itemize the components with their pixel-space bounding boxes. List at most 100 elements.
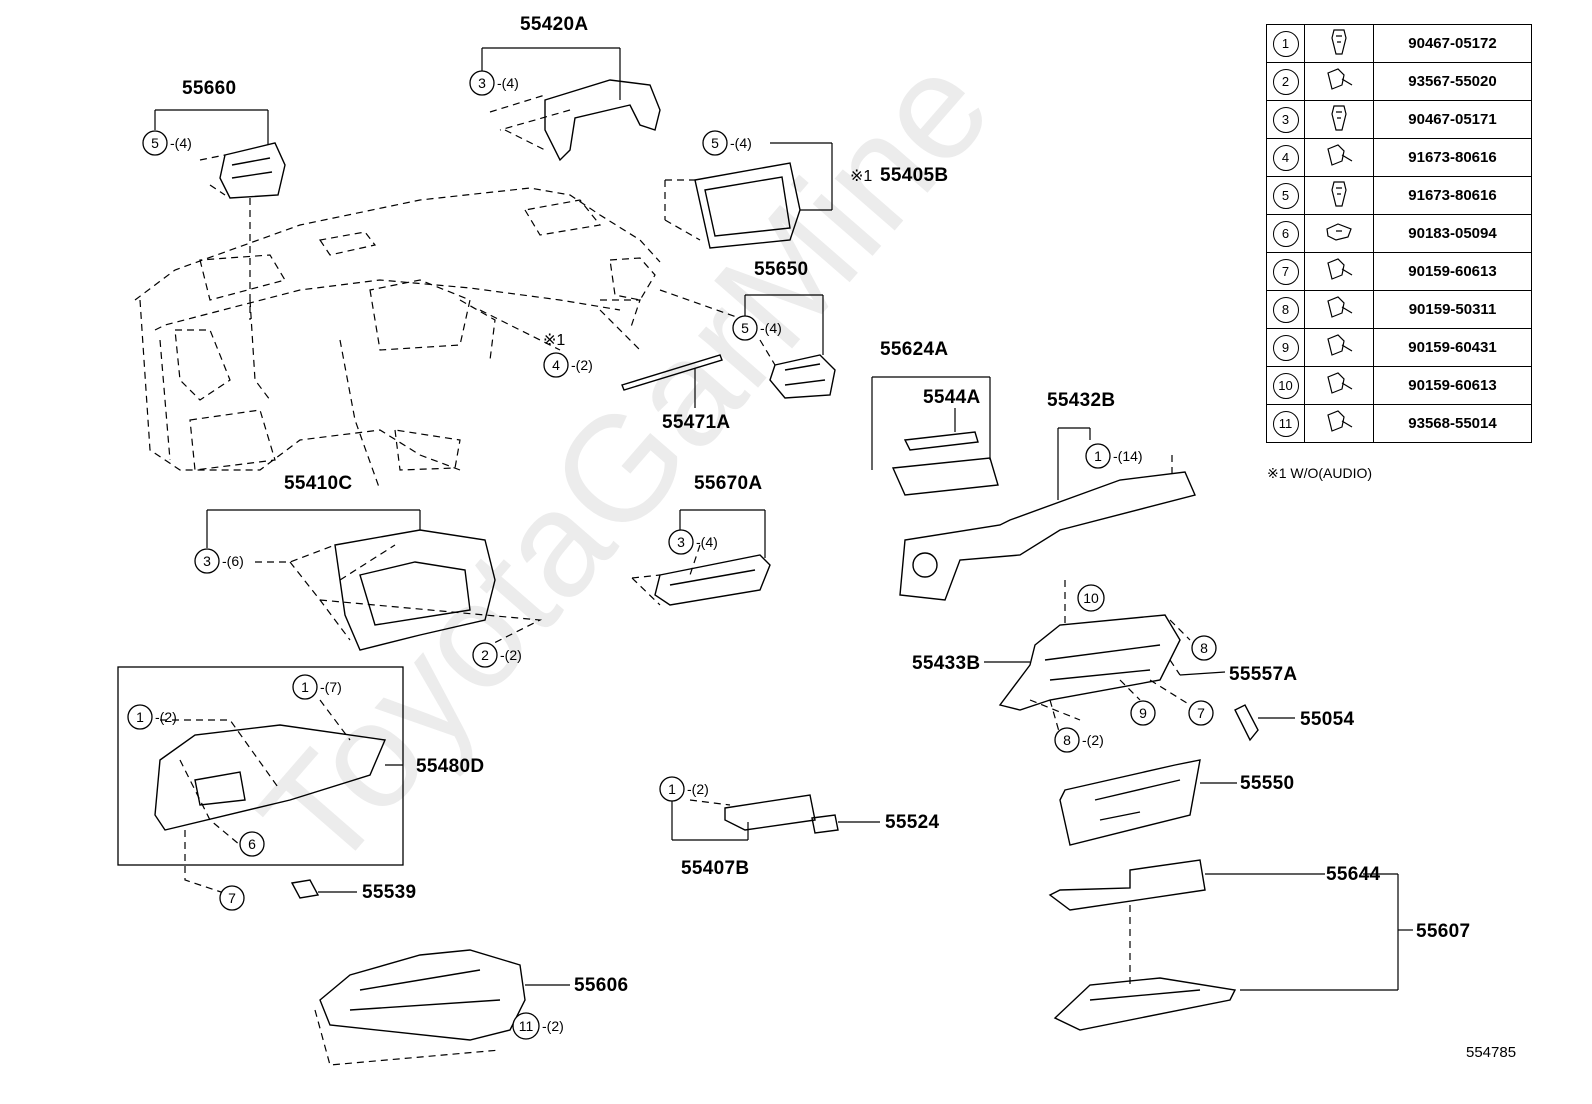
audio-callout-mark-2: ※1 [543,332,565,349]
legend-ref: 8 [1272,296,1299,323]
callout-ref: 7 [228,890,236,906]
callout-55420A: 3 -(4) [469,70,519,96]
callout-55650: 5 -(4) [732,315,782,341]
label-55480D: 55480D [416,756,484,777]
part-55480D-box [117,666,404,866]
legend-ref: 11 [1272,410,1299,437]
legend-part-number: 90159-60431 [1373,328,1532,367]
callout-ref: 5 [711,135,719,151]
legend-ref-cell: 3 [1266,100,1305,139]
label-55432B: 55432B [1047,390,1115,411]
legend-part-number: 91673-80616 [1373,176,1532,215]
callout-ref: 2 [481,647,489,663]
part-55407B-shape [724,794,816,831]
part-55433B-shape [998,614,1181,711]
legend-part-number: 90467-05171 [1373,100,1532,139]
diagram-id: 554785 [1466,1044,1517,1061]
legend-ref-cell: 7 [1266,252,1305,291]
callout-qty: -(4) [730,135,752,151]
legend-ref: 2 [1272,68,1299,95]
clip-icon [1304,100,1374,139]
part-55539-shape [290,879,320,899]
callout-55480D-1b: 1 -(2) [127,704,177,730]
clip-icon [1304,176,1374,215]
part-55471A-shape [621,354,723,391]
label-55524: 55524 [885,812,939,833]
audio-callout-mark: ※1 [850,168,872,185]
callout-55410C-a: 3 -(6) [194,548,244,574]
callout-55433B-7: 7 [1188,700,1214,726]
legend-part-number: 90159-60613 [1373,252,1532,291]
callout-ref: 1 [136,709,144,725]
watermark-text: ToyotaGarMine [227,23,1021,901]
legend-ref: 1 [1272,30,1299,57]
label-5544A: 5544A [923,387,981,408]
legend-row: 3 90467-05171 [1266,100,1532,139]
part-55405B-shape [694,162,801,249]
callout-55660: 5 -(4) [142,130,192,156]
callout-55480D-6: 6 [239,831,265,857]
legend-part-number: 90159-60613 [1373,366,1532,405]
screw-icon [1304,328,1374,367]
label-55670A: 55670A [694,473,762,494]
label-55606: 55606 [574,975,628,996]
legend-row: 2 93567-55020 [1266,62,1532,101]
callout-qty: -(2) [1082,732,1104,748]
label-55644: 55644 [1326,864,1380,885]
label-55054: 55054 [1300,709,1354,730]
legend-ref: 6 [1272,220,1299,247]
label-55660: 55660 [182,78,236,99]
callout-55433B-10: 10 [1077,584,1105,612]
callout-ref: 4 [552,357,560,373]
legend-row: 10 90159-60613 [1266,366,1532,405]
callout-ref: 3 [677,534,685,550]
label-55420A: 55420A [520,14,588,35]
part-55524-shape [811,814,839,834]
screw-icon [1304,138,1374,177]
callout-55432B: 1 -(14) [1085,443,1143,469]
instrument-panel-assembly [134,187,661,491]
callout-ref: 1 [668,781,676,797]
legend-ref-cell: 10 [1266,366,1305,405]
callout-ref: 3 [478,75,486,91]
callout-55433B-8a: 8 [1191,635,1217,661]
legend-ref: 5 [1272,182,1299,209]
callout-qty: -(14) [1113,448,1143,464]
legend-ref: 4 [1272,144,1299,171]
label-55650: 55650 [754,259,808,280]
callout-qty: -(7) [320,679,342,695]
nut-icon [1304,214,1374,253]
part-55670A-shape [654,554,771,606]
callout-ref: 8 [1200,640,1208,656]
part-55410C-shape [334,529,496,651]
legend-row: 1 90467-05172 [1266,24,1532,63]
part-55607-shape [1053,977,1237,1031]
callout-ref: 5 [741,320,749,336]
callout-ref: 11 [519,1018,534,1034]
callout-ref: 9 [1139,705,1147,721]
part-55644-shape [1048,859,1206,911]
legend-part-number: 93567-55020 [1373,62,1532,101]
screw-icon [1304,252,1374,291]
callout-55407B: 1 -(2) [659,776,709,802]
legend-ref-cell: 9 [1266,328,1305,367]
callout-55480D-7: 7 [219,885,245,911]
legend-part-number: 90467-05172 [1373,24,1532,63]
callout-ref: 1 [301,679,309,695]
legend-ref-cell: 8 [1266,290,1305,329]
label-55539: 55539 [362,882,416,903]
part-55624A-shape [891,431,999,496]
part-55606-shape [319,949,526,1041]
legend-ref-cell: 1 [1266,24,1305,63]
label-55471A: 55471A [662,412,730,433]
callout-ref: 10 [1083,590,1099,606]
callout-qty: -(2) [155,709,177,725]
callout-55433B-8b: 8 -(2) [1054,727,1104,753]
callout-qty: -(2) [542,1018,564,1034]
callout-55606: 11 -(2) [512,1012,564,1040]
legend-ref: 10 [1272,372,1299,399]
legend-part-number: 90183-05094 [1373,214,1532,253]
